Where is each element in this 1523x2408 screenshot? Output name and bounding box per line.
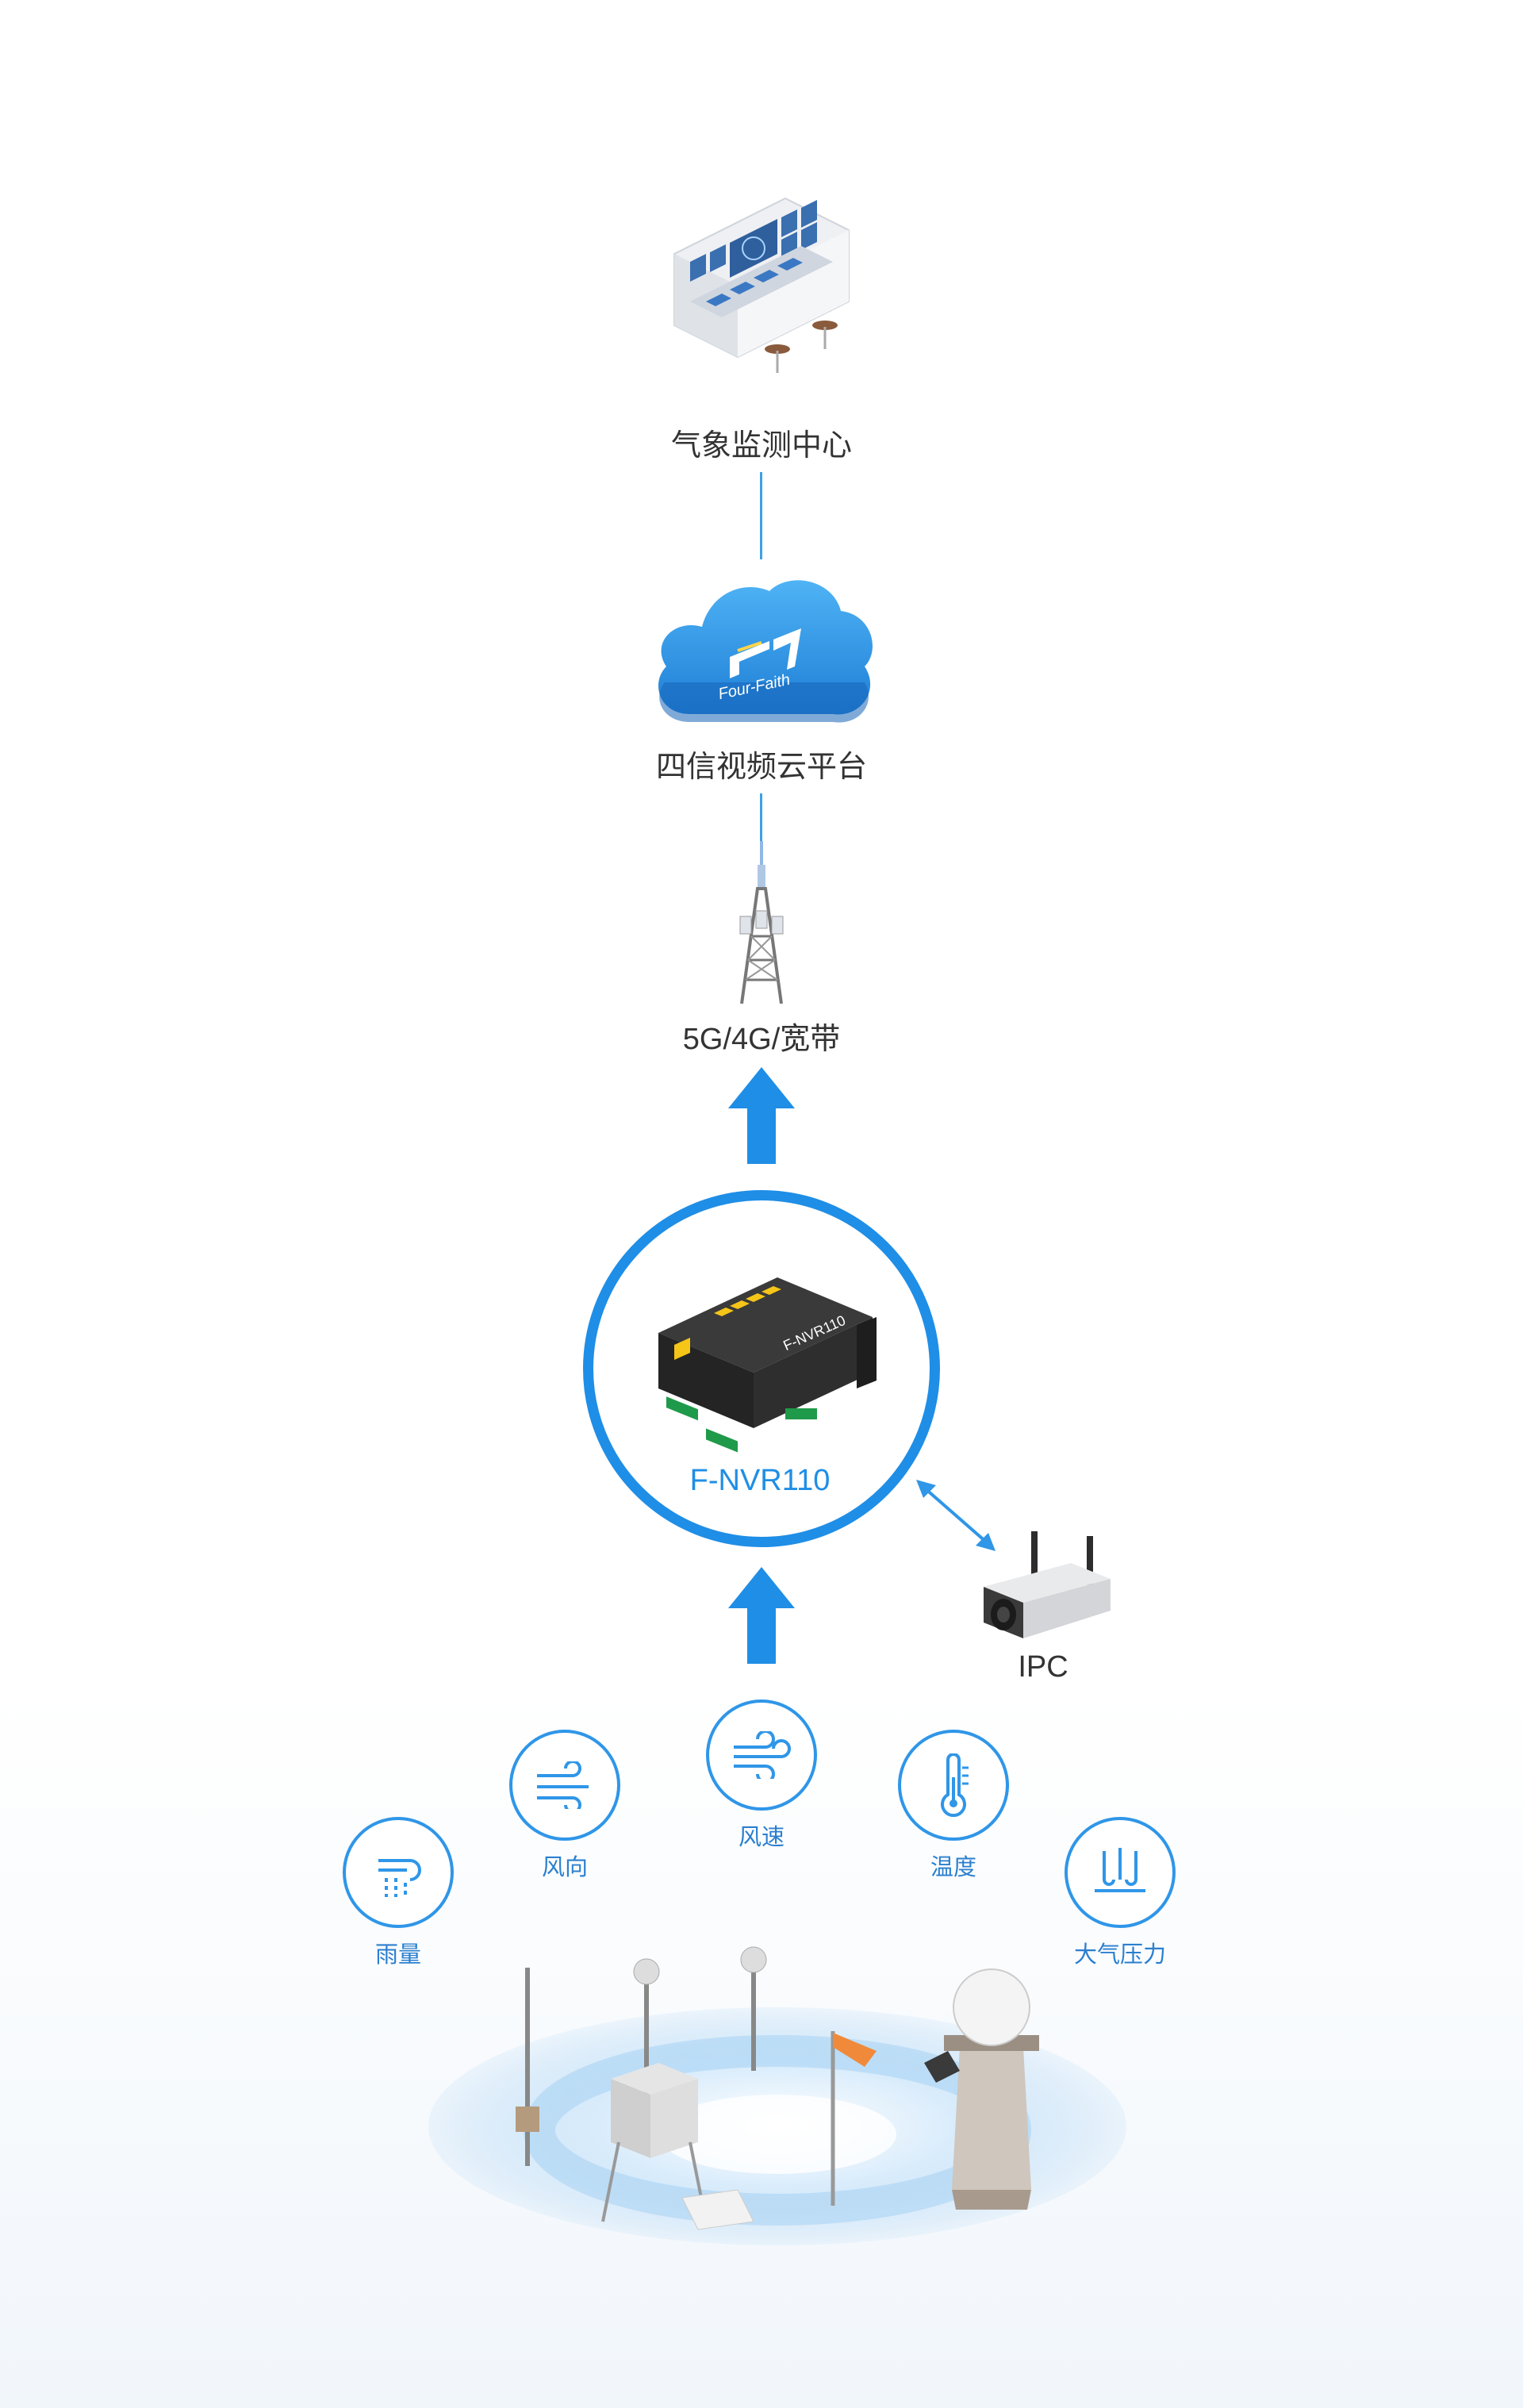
cloud-platform-illustration: Four-Faith: [643, 563, 880, 730]
cloud-platform-label: 四信视频云平台: [655, 751, 868, 784]
nvr-device-illustration: F-NVR110: [643, 1269, 880, 1456]
bidirectional-arrow-icon: [912, 1476, 999, 1555]
cell-tower-illustration: [718, 841, 805, 1004]
monitoring-center-label: 气象监测中心: [670, 429, 853, 463]
upward-arrow-icon: [728, 1067, 795, 1164]
wind-direction-icon: [509, 1730, 620, 1841]
ip-camera-illustration: [976, 1531, 1118, 1642]
device-label: F-NVR110: [689, 1464, 831, 1497]
network-label: 5G/4G/宽带: [682, 1023, 841, 1056]
camera-label: IPC: [1018, 1650, 1068, 1684]
sensor-label-pressure: 大气压力: [1073, 1942, 1167, 1968]
sensor-label-temperature: 温度: [930, 1855, 977, 1880]
sensor-label-rain: 雨量: [374, 1942, 422, 1968]
weather-station-scene: [420, 1936, 1134, 2269]
pressure-icon: [1065, 1817, 1176, 1928]
sensor-label-wind-speed: 风速: [738, 1825, 785, 1850]
rain-gauge-icon: [343, 1817, 454, 1928]
wind-speed-icon: [706, 1699, 817, 1811]
sensor-label-wind-direction: 风向: [541, 1855, 589, 1880]
connector-line: [760, 793, 762, 841]
thermometer-icon: [898, 1730, 1009, 1841]
upward-arrow-icon: [728, 1567, 795, 1664]
monitoring-center-illustration: [658, 182, 865, 389]
connector-line: [760, 472, 762, 559]
